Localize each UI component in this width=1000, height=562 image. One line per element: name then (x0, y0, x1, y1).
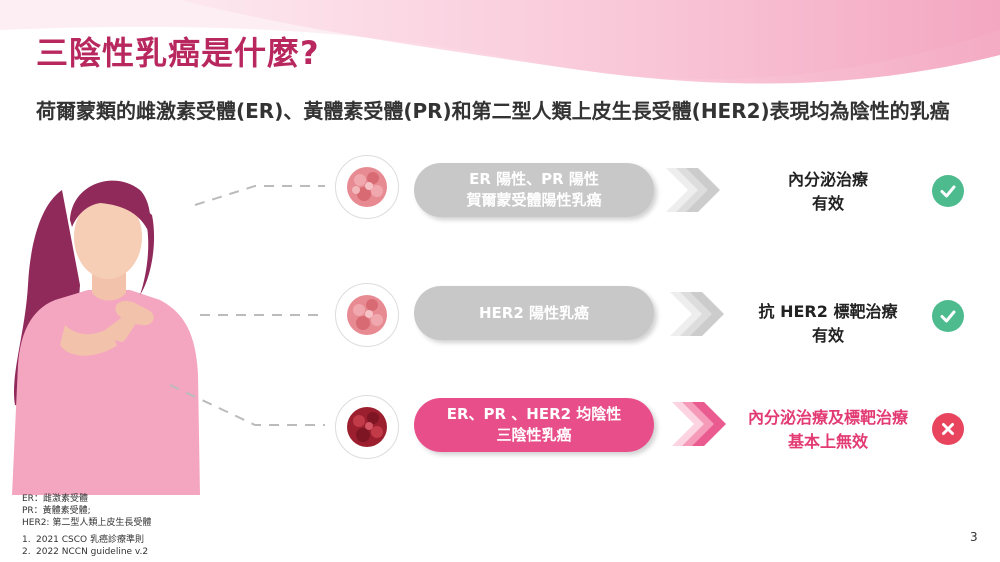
receptor-label-line: 三陰性乳癌 (496, 426, 572, 444)
treatment-outcome-endocrine: 內分泌治療 有效 (728, 168, 928, 216)
page-title: 三陰性乳癌是什麼? (36, 34, 320, 72)
header-wave-background (0, 0, 1000, 84)
cancer-cell-icon-1 (335, 155, 399, 219)
treatment-outcome-her2: 抗 HER2 標靶治療 有效 (728, 300, 928, 348)
receptor-label-line: ER、PR 、HER2 均陰性 (446, 405, 622, 423)
woman-illustration (12, 180, 200, 495)
outcome-line: 有效 (811, 194, 844, 213)
receptor-label-hormone-positive: ER 陽性、PR 陽性 賀爾蒙受體陽性乳癌 (414, 163, 654, 217)
reference-text: 2022 NCCN guideline v.2 (36, 547, 149, 557)
check-icon (932, 175, 964, 207)
abbreviation-note: ER：雌激素受體 (22, 494, 88, 504)
footnotes: ER：雌激素受體 PR：黃體素受體; HER2: 第二型人類上皮生長受體 1. … (22, 493, 151, 558)
outcome-line: 有效 (811, 326, 844, 345)
outcome-line: 內分泌治療 (787, 170, 868, 189)
abbreviation-note: PR：黃體素受體; (22, 506, 91, 516)
chevron-arrows-icon (666, 168, 720, 212)
reference-item: 2. 2022 NCCN guideline v.2 (22, 546, 151, 558)
references: 1. 2021 CSCO 乳癌診療準則 2. 2022 NCCN guideli… (22, 534, 151, 558)
receptor-label-triple-negative: ER、PR 、HER2 均陰性 三陰性乳癌 (414, 398, 654, 452)
reference-number: 1. (22, 535, 31, 545)
page-subtitle: 荷爾蒙類的雌激素受體(ER)、黃體素受體(PR)和第二型人類上皮生長受體(HER… (36, 99, 950, 123)
outcome-line: 基本上無效 (787, 432, 868, 451)
receptor-label-line: HER2 陽性乳癌 (478, 303, 589, 322)
cancer-cell-icon-2 (335, 283, 399, 347)
cancer-cell-icon-3 (335, 395, 399, 459)
chevron-arrows-icon (670, 292, 724, 336)
receptor-label-her2-positive: HER2 陽性乳癌 (414, 286, 654, 340)
reference-text: 2021 CSCO 乳癌診療準則 (36, 535, 144, 545)
receptor-label-line: ER 陽性、PR 陽性 (469, 170, 599, 188)
reference-item: 1. 2021 CSCO 乳癌診療準則 (22, 534, 151, 546)
page-number: 3 (970, 530, 978, 544)
outcome-line: 抗 HER2 標靶治療 (758, 302, 898, 321)
abbreviation-note: HER2: 第二型人類上皮生長受體 (22, 518, 152, 528)
outcome-line: 內分泌治療及標靶治療 (747, 408, 908, 427)
receptor-label-line: 賀爾蒙受體陽性乳癌 (466, 191, 602, 209)
reference-number: 2. (22, 547, 31, 557)
check-icon (932, 300, 964, 332)
cross-icon (932, 413, 964, 445)
treatment-outcome-triple-negative: 內分泌治療及標靶治療 基本上無效 (728, 406, 928, 454)
chevron-arrows-icon (672, 402, 726, 446)
